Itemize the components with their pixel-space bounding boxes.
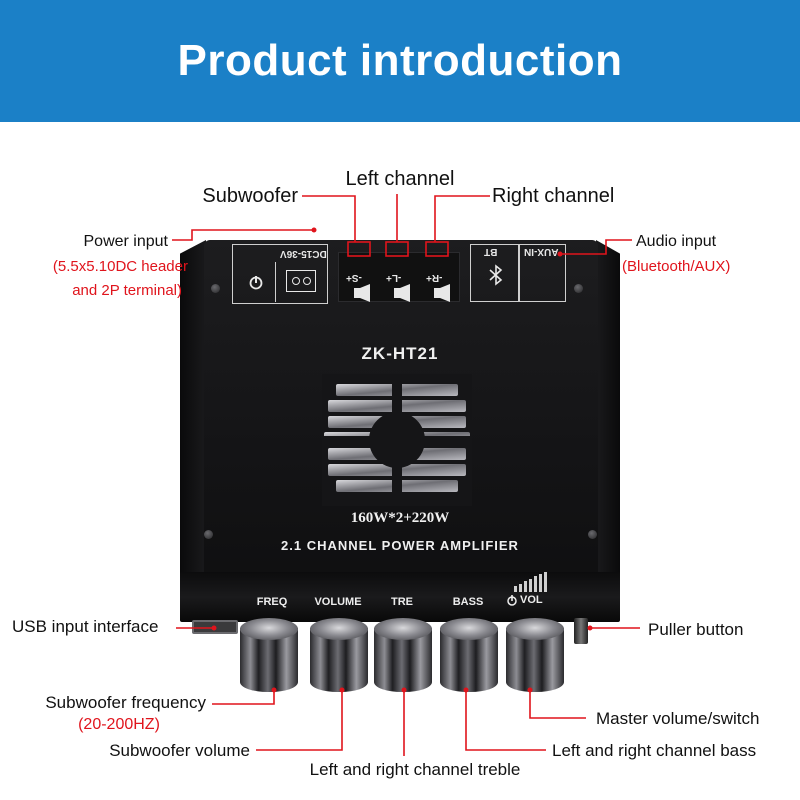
bass-knob[interactable] <box>440 618 498 692</box>
screw-icon <box>574 284 583 293</box>
power-socket <box>236 262 276 302</box>
amplifier-left-side <box>180 240 206 580</box>
subwoofer-volume-knob[interactable] <box>310 618 368 692</box>
callout-audio-input: Audio input <box>636 233 717 250</box>
callout-usb-input: USB input interface <box>12 617 159 636</box>
power-icon <box>249 276 262 290</box>
callout-right-channel: Right channel <box>492 185 615 207</box>
knob-label-tre: TRE <box>391 596 413 608</box>
knob-label-volume: VOLUME <box>314 596 362 608</box>
callout-subwoofer-frequency-range: (20-200HZ) <box>78 716 160 733</box>
device-description: 2.1 CHANNEL POWER AMPLIFIER <box>281 538 519 553</box>
callout-subwoofer: Subwoofer <box>202 185 298 207</box>
dc-terminal-block <box>286 270 316 292</box>
callout-subwoofer-volume: Subwoofer volume <box>109 741 250 760</box>
volume-level-icon <box>514 572 547 592</box>
knob-label-vol-group: VOL <box>506 594 543 606</box>
knob-label-vol: VOL <box>520 594 543 606</box>
master-volume-knob[interactable] <box>506 618 564 692</box>
cooling-fan-icon <box>322 374 472 506</box>
callout-audio-input-detail: (Bluetooth/AUX) <box>622 258 731 275</box>
panel-divider <box>518 244 520 302</box>
callout-puller-button: Puller button <box>648 620 744 639</box>
power-rating: 160W*2+220W <box>350 510 450 526</box>
bluetooth-icon <box>489 264 503 286</box>
knob-label-freq: FREQ <box>256 596 288 608</box>
screw-icon <box>204 530 213 539</box>
callout-left-channel: Left channel <box>345 168 455 190</box>
callout-subwoofer-frequency: Subwoofer frequency <box>45 693 206 712</box>
screw-icon <box>588 530 597 539</box>
callout-lr-treble: Left and right channel treble <box>309 760 521 779</box>
knob-label-bass: BASS <box>452 596 484 608</box>
puller-button[interactable] <box>574 618 588 644</box>
callout-lr-bass: Left and right channel bass <box>552 741 757 760</box>
callout-power-input: Power input <box>83 233 169 250</box>
page-title: Product introduction <box>177 36 623 85</box>
callout-power-input-detail-1: (5.5x5.10DC header <box>52 258 188 275</box>
terminal-screw-icon <box>302 277 311 285</box>
power-icon <box>507 595 517 606</box>
screw-icon <box>211 284 220 293</box>
frequency-knob[interactable] <box>240 618 298 692</box>
callout-power-input-detail-2: and 2P terminal) <box>72 282 182 299</box>
model-name: ZK-HT21 <box>361 344 439 363</box>
dc-input-panel <box>232 244 328 304</box>
treble-knob[interactable] <box>374 618 432 692</box>
callout-master-volume: Master volume/switch <box>596 709 760 728</box>
speaker-icons <box>354 284 450 302</box>
page-title-banner: Product introduction <box>0 0 800 122</box>
terminal-screw-icon <box>291 277 300 285</box>
amplifier-right-side <box>596 240 620 580</box>
